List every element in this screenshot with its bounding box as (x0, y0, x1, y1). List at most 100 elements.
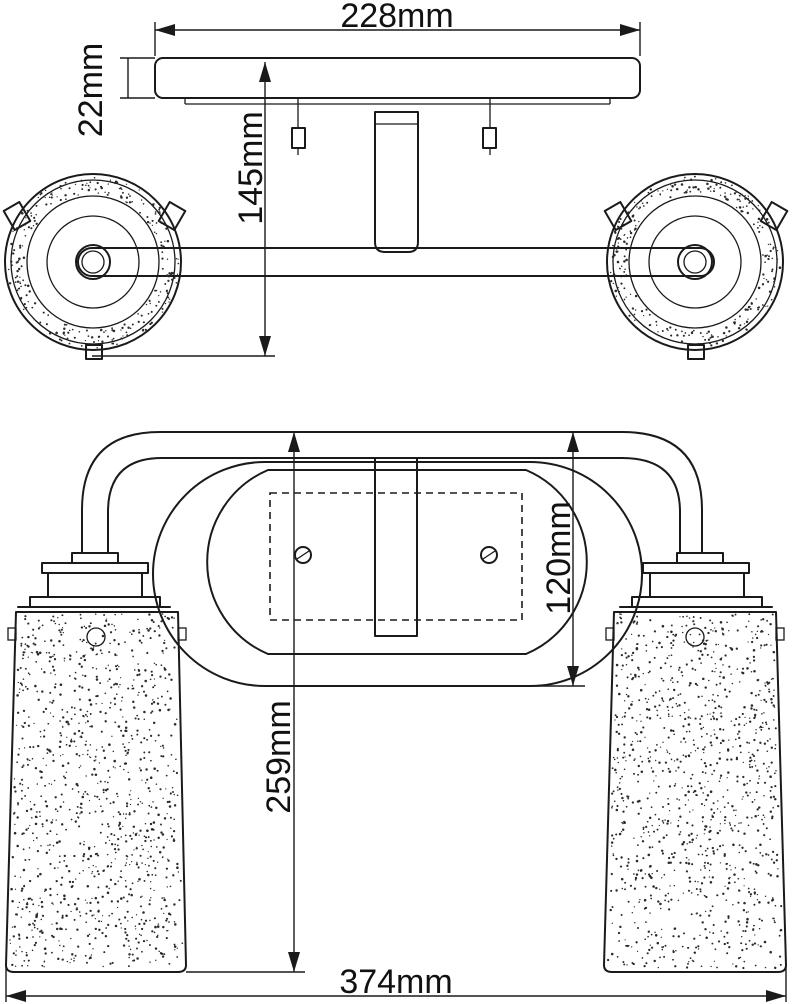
glass-speck (114, 703, 116, 706)
glass-speck (142, 939, 146, 943)
glass-speck (710, 744, 713, 747)
glass-speck (117, 837, 120, 841)
glass-speck (719, 829, 721, 832)
glass-speck (724, 822, 726, 825)
glass-speck (736, 198, 739, 201)
glass-speck (712, 190, 716, 193)
glass-speck (701, 816, 705, 819)
glass-speck (86, 961, 88, 964)
glass-speck (696, 794, 699, 796)
glass-speck (673, 869, 676, 872)
glass-speck (712, 651, 715, 653)
glass-speck (143, 756, 146, 760)
glass-speck (700, 715, 703, 718)
glass-speck (35, 650, 39, 654)
glass-speck (643, 315, 645, 317)
glass-speck (772, 247, 775, 250)
glass-speck (13, 785, 16, 789)
glass-speck (647, 708, 651, 712)
glass-speck (102, 749, 105, 752)
glass-speck (672, 855, 675, 859)
glass-speck (743, 960, 746, 963)
glass-speck (709, 826, 711, 828)
glass-speck (115, 682, 119, 686)
glass-speck (12, 935, 15, 938)
glass-speck (125, 720, 128, 723)
glass-speck (704, 338, 707, 341)
glass-speck (84, 339, 87, 342)
glass-speck (761, 304, 764, 306)
glass-speck (619, 865, 623, 868)
glass-speck (98, 928, 101, 931)
glass-speck (21, 950, 23, 953)
glass-speck (170, 753, 173, 756)
glass-speck (24, 234, 27, 237)
glass-speck (649, 944, 651, 946)
glass-speck (629, 293, 632, 296)
glass-speck (741, 671, 744, 674)
glass-speck (649, 756, 652, 758)
glass-speck (666, 751, 669, 753)
glass-speck (612, 837, 615, 840)
glass-speck (78, 766, 81, 769)
glass-speck (114, 882, 117, 886)
glass-speck (775, 859, 778, 862)
glass-speck (634, 227, 637, 230)
glass-speck (148, 903, 151, 906)
glass-speck (709, 185, 712, 188)
glass-speck (617, 242, 619, 244)
glass-speck (169, 697, 172, 700)
glass-speck (630, 633, 633, 635)
glass-speck (674, 328, 677, 331)
glass-speck (634, 319, 636, 322)
glass-speck (137, 694, 139, 696)
front-view: 120mm 259mm 374mm (5, 431, 787, 1002)
glass-speck (628, 707, 631, 710)
glass-speck (756, 769, 759, 772)
glass-speck (761, 226, 764, 229)
glass-speck (693, 937, 696, 940)
glass-speck (615, 715, 619, 719)
glass-speck (20, 778, 24, 781)
glass-speck (637, 773, 640, 776)
dim-projection: 145mm (92, 62, 275, 357)
glass-speck (645, 708, 649, 711)
glass-speck (621, 723, 624, 726)
glass-speck (744, 943, 747, 946)
glass-speck (750, 707, 753, 710)
glass-speck (108, 776, 111, 778)
glass-speck (723, 854, 726, 857)
glass-speck (759, 209, 761, 211)
glass-speck (97, 335, 101, 339)
glass-speck (642, 726, 645, 729)
glass-speck (16, 711, 20, 714)
glass-speck (73, 902, 77, 906)
glass-speck (629, 236, 632, 239)
glass-speck (9, 939, 11, 941)
glass-speck (632, 214, 635, 217)
glass-speck (100, 920, 103, 923)
glass-speck (139, 829, 142, 832)
glass-speck (73, 677, 76, 680)
glass-speck (30, 215, 33, 217)
glass-speck (118, 813, 122, 816)
glass-speck (743, 885, 745, 887)
glass-speck (709, 790, 713, 793)
glass-speck (157, 836, 160, 840)
glass-speck (623, 715, 626, 718)
glass-speck (174, 949, 176, 951)
glass-speck (101, 652, 103, 655)
glass-speck (59, 720, 61, 722)
glass-speck (109, 702, 112, 704)
glass-speck (737, 920, 740, 923)
glass-speck (122, 734, 125, 738)
glass-speck (54, 683, 57, 686)
glass-speck (773, 689, 775, 691)
glass-speck (625, 805, 628, 808)
glass-speck (685, 663, 688, 666)
glass-speck (713, 769, 716, 772)
glass-speck (652, 190, 655, 193)
glass-speck (701, 639, 705, 642)
glass-speck (653, 656, 656, 659)
glass-speck (767, 243, 770, 246)
